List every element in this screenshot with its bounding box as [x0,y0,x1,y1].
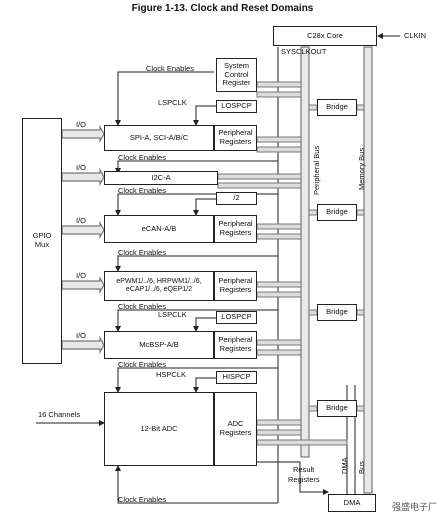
adc-box: 12-Bit ADC [104,392,214,466]
clock-enables-label-7: Clock Enables [118,495,166,504]
adc-registers-box: ADC Registers [214,392,257,466]
epwm-line-1: ePWM1/../6, HRPWM1/../6, [116,277,202,285]
io-label-i2c: I/O [76,163,87,172]
bridge-box-2: Bridge [317,204,357,221]
mcbsp-peripheral-registers: Peripheral Registers [214,331,257,359]
periph-regs-line-2: Registers [219,285,252,294]
clock-enables-label-4: Clock Enables [118,248,166,257]
io-label-epwm: I/O [76,271,87,280]
periph-regs-line-1: Peripheral [218,128,253,138]
io-label-spi: I/O [76,120,87,129]
periph-regs-line-2: Registers [219,228,252,237]
mux-label: Mux [34,240,50,249]
figure-title: Figure 1-13. Clock and Reset Domains [131,3,314,14]
clock-enables-label-2: Clock Enables [118,153,166,162]
result-regs-line-1: Result [293,465,315,474]
result-regs-line-2: Registers [288,475,320,484]
periph-regs-line-1: Peripheral [218,276,253,286]
adc-regs-line-1: ADC [227,419,244,429]
sys-ctrl-line-3: Register [222,78,251,88]
bridge-label-2: Bridge [326,207,348,217]
dma-bus-label-2: Bus [357,461,366,474]
bridge-box-1: Bridge [317,99,357,116]
ecan-box: eCAN-A/B [104,215,214,243]
dma-label: DMA [343,497,361,507]
ecan-label: eCAN-A/B [141,223,177,233]
dma-bus-label-1: DMA [340,457,349,474]
mcbsp-box: McBSP-A/B [104,331,214,359]
sys-ctrl-line-2: Control [224,69,249,79]
mcbsp-label: McBSP-A/B [139,339,179,349]
bridge-label-4: Bridge [326,403,348,413]
periph-regs-line-2: Registers [219,344,252,353]
bridge-box-4: Bridge [317,400,357,417]
lospcp-box-1: LOSPCP [216,100,257,113]
lspclk-label-1: LSPCLK [158,98,187,107]
watermark: 强盛电子厂 [391,502,437,512]
dma-box: DMA [328,494,376,512]
gpio-mux-box: GPIO Mux [22,118,62,364]
io-label-ecan: I/O [76,216,87,225]
adc-regs-line-2: Registers [219,428,252,437]
clkin-label: CLKIN [404,31,427,40]
hispcp-box: HISPCP [216,371,257,384]
periph-regs-line-1: Peripheral [218,219,253,229]
bridge-label-3: Bridge [326,307,348,317]
epwm-box: ePWM1/../6, HRPWM1/../6, eCAP1/../6, eQE… [104,271,214,301]
lspclk-label-2: LSPCLK [158,310,187,319]
spi-sci-box: SPI-A, SCI-A/B/C [104,125,214,151]
hspclk-label: HSPCLK [156,370,187,379]
ecan-peripheral-registers: Peripheral Registers [214,215,257,243]
bridge-label-1: Bridge [326,102,348,112]
spi-sci-label: SPI-A, SCI-A/B/C [129,132,189,142]
hispcp-label: HISPCP [222,372,251,382]
lospcp-label-1: LOSPCP [221,101,252,111]
sys-ctrl-line-1: System [223,61,249,71]
spi-peripheral-registers: Peripheral Registers [214,125,257,151]
lospcp-box-2: LOSPCP [216,311,257,324]
clock-enables-label-3: Clock Enables [118,186,166,195]
clock-enables-label-1: Clock Enables [146,64,194,73]
epwm-peripheral-registers: Peripheral Registers [214,271,257,301]
system-control-register-box: System Control Register [216,58,257,92]
lospcp-label-2: LOSPCP [221,312,252,322]
periph-regs-line-2: Registers [219,137,252,146]
core-label: C28x Core [307,30,343,40]
epwm-line-2: eCAP1/../6, eQEP1/2 [125,286,193,293]
i2c-box: I2C-A [104,171,218,185]
adc-label: 12-Bit ADC [140,423,178,433]
c28x-core-box: C28x Core [273,26,377,46]
bridge-box-3: Bridge [317,304,357,321]
div2-label: /2 [233,193,240,203]
peripheral-bus-label: Peripheral Bus [312,145,321,195]
sysclkout-label: SYSCLKOUT [281,47,327,56]
periph-regs-line-1: Peripheral [218,335,253,345]
clock-enables-label-5: Clock Enables [118,302,166,311]
div2-box: /2 [216,192,257,205]
channels-label: 16 Channels [38,410,81,419]
i2c-label: I2C-A [151,172,171,182]
memory-bus-label: Memory Bus [357,147,366,190]
clock-enables-label-6: Clock Enables [118,360,166,369]
io-label-mcbsp: I/O [76,331,87,340]
gpio-label: GPIO [32,231,52,241]
